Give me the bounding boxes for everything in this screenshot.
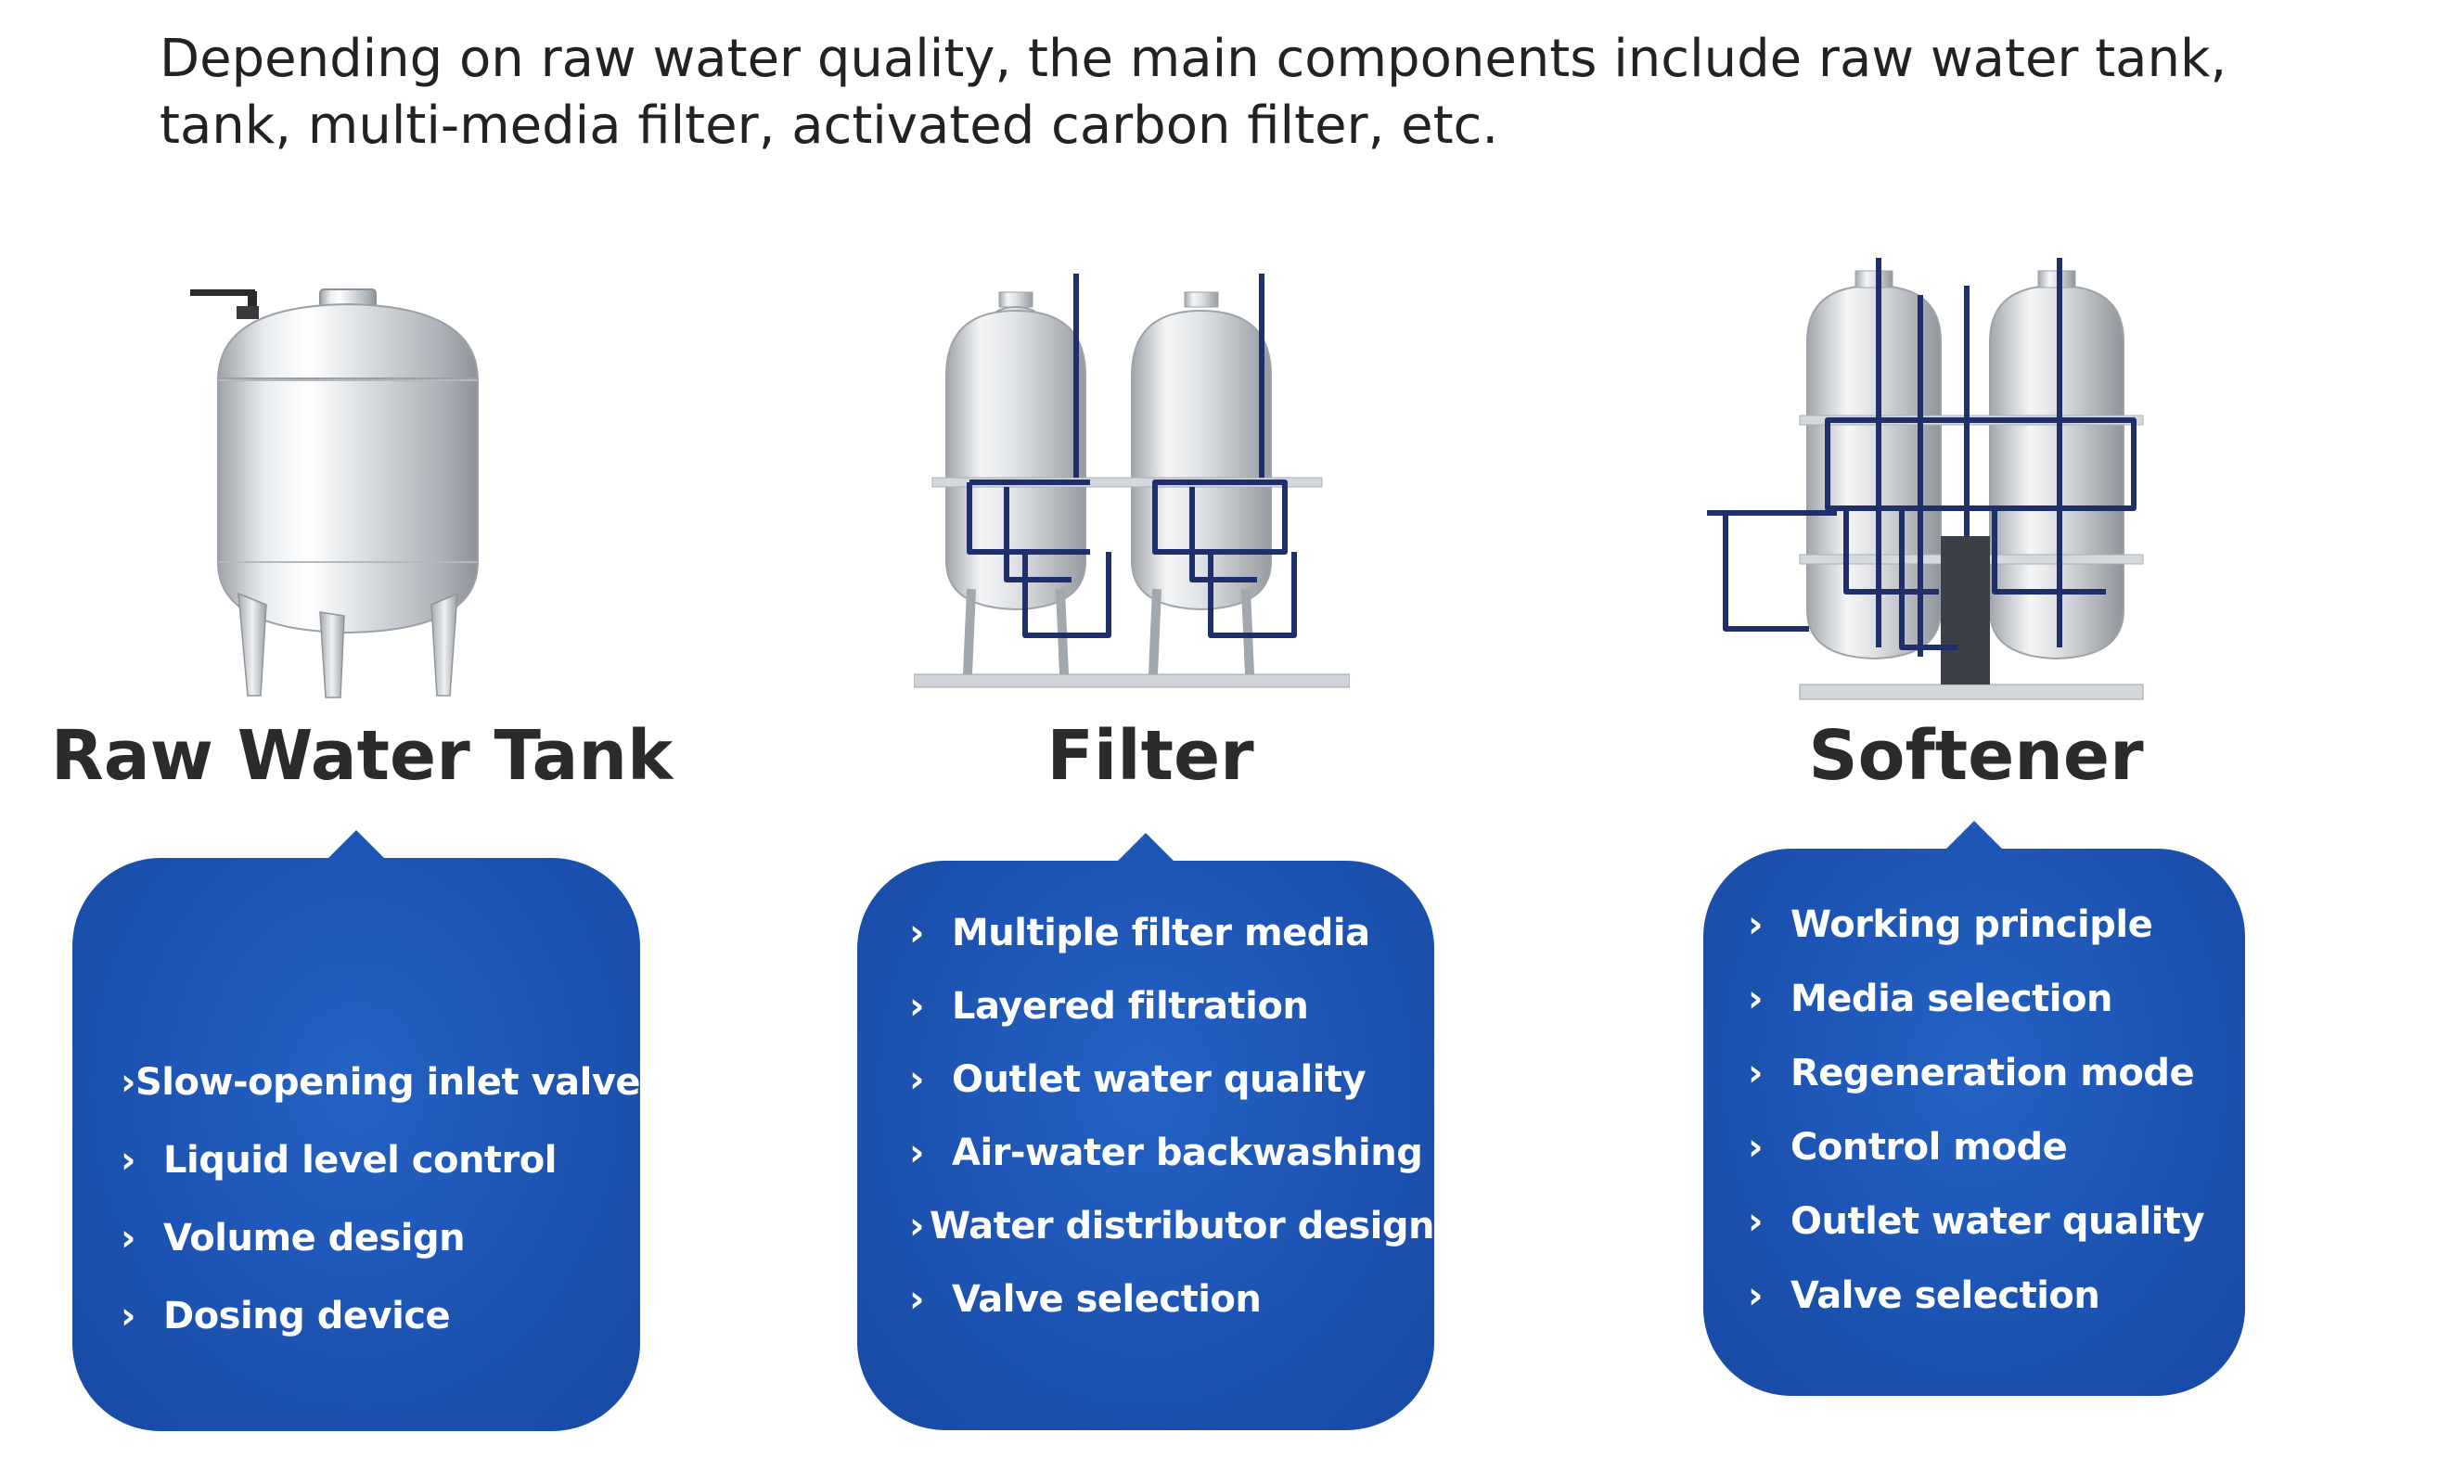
raw-water-tank-illustration	[181, 278, 515, 705]
list-item: ›Control mode	[1748, 1126, 2068, 1169]
raw-water-tank-feature-list: ›Slow-opening inlet valve ›Liquid level …	[72, 1043, 641, 1355]
filter-card: ›Multiple filter media ›Layered filtrati…	[857, 833, 1435, 1430]
chevron-right-icon: ›	[1748, 1274, 1763, 1317]
chevron-right-icon: ›	[1748, 903, 1763, 946]
filter-feature-list: ›Multiple filter media ›Layered filtrati…	[857, 896, 1435, 1336]
list-item: ›Outlet water quality	[909, 1057, 1367, 1101]
list-item: ›Regeneration mode	[1748, 1052, 2195, 1094]
list-item: ›Liquid level control	[121, 1139, 557, 1182]
list-item: ›Dosing device	[121, 1295, 451, 1337]
list-item: ›Outlet water quality	[1748, 1200, 2205, 1243]
list-item: ›Valve selection	[909, 1277, 1262, 1321]
intro-line-1: Depending on raw water quality, the main…	[160, 29, 2227, 89]
chevron-right-icon: ›	[1748, 1052, 1763, 1094]
chevron-right-icon: ›	[121, 1139, 135, 1182]
chevron-right-icon: ›	[909, 1204, 924, 1247]
chevron-right-icon: ›	[1748, 1200, 1763, 1243]
list-item: ›Air-water backwashing	[909, 1131, 1423, 1174]
intro-line-2: tank, multi-media filter, activated carb…	[160, 96, 1499, 156]
chevron-right-icon: ›	[121, 1061, 135, 1104]
section-title-raw-water-tank: Raw Water Tank	[50, 716, 674, 796]
list-item: ›Media selection	[1748, 978, 2112, 1020]
chevron-right-icon: ›	[909, 1131, 924, 1174]
chevron-right-icon: ›	[909, 911, 924, 954]
chevron-right-icon: ›	[121, 1295, 135, 1337]
raw-water-tank-card: ›Slow-opening inlet valve ›Liquid level …	[72, 830, 641, 1431]
softener-card: ›Working principle ›Media selection ›Reg…	[1703, 821, 2245, 1396]
twin-softener-illustration	[1707, 258, 2152, 703]
section-title-softener: Softener	[1808, 716, 2144, 796]
list-item: ›Layered filtration	[909, 984, 1309, 1028]
chevron-right-icon: ›	[121, 1217, 135, 1260]
list-item: ›Slow-opening inlet valve	[121, 1061, 641, 1104]
list-item: ›Valve selection	[1748, 1274, 2100, 1317]
chevron-right-icon: ›	[909, 984, 924, 1028]
section-title-filter: Filter	[1046, 716, 1254, 796]
chevron-right-icon: ›	[909, 1057, 924, 1101]
list-item: ›Water distributor design	[909, 1204, 1435, 1247]
softener-feature-list: ›Working principle ›Media selection ›Reg…	[1703, 888, 2245, 1333]
chevron-right-icon: ›	[909, 1277, 924, 1321]
list-item: ›Volume design	[121, 1217, 466, 1260]
intro-text: Depending on raw water quality, the main…	[160, 26, 2293, 160]
chevron-right-icon: ›	[1748, 1126, 1763, 1169]
twin-filter-illustration	[914, 274, 1350, 700]
chevron-right-icon: ›	[1748, 978, 1763, 1020]
list-item: ›Multiple filter media	[909, 911, 1370, 954]
list-item: ›Working principle	[1748, 903, 2153, 946]
